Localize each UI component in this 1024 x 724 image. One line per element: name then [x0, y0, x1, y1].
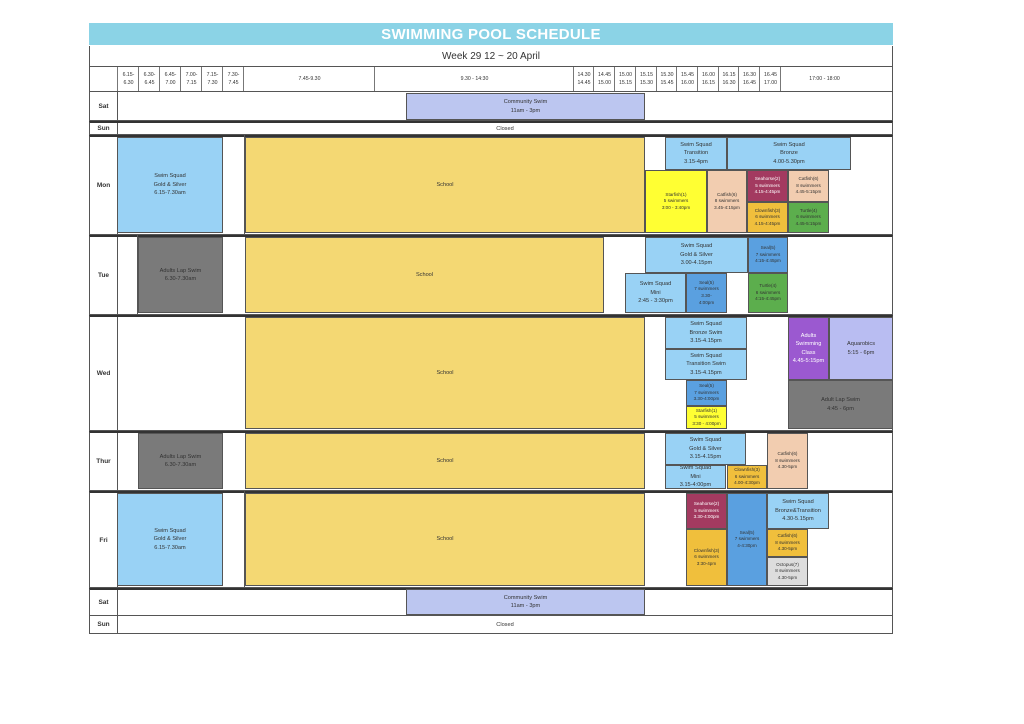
swim-squad-bronze-transition-block: Swim Squad Bronze&Transition 4.30-5.15pm [767, 493, 829, 529]
seal-class-block: Seal(5) 7 swimmers 3.30- 4:00pm [686, 273, 727, 313]
seahorse-class-block: Seahorse(2) 5 swimmers 3.30-4:00pm [686, 493, 727, 529]
seal-class-block: Seal(5) 7 swimmers 3.30-4:00pm [686, 380, 727, 406]
catfish-class-block: Catfish(6) 8 swimmers 4.30-5pm [767, 529, 808, 557]
row-tue: Tue [89, 235, 893, 315]
time-slot-header: 9.30 - 14:30 [374, 67, 574, 91]
swim-squad-gold-silver-block: Swim Squad Gold & Silver 3.00-4.15pm [645, 237, 748, 273]
swim-squad-bronze-block: Swim Squad Bronze 4.00-5.30pm [727, 137, 851, 170]
swim-squad-mini-block: Swim Squad Mini 3.15-4:00pm [665, 465, 726, 489]
closed-block: Closed [496, 622, 514, 629]
turtle-class-block: Turtle(4) 6 swimmers 4:15-4:45pm [748, 273, 788, 313]
day-label: Wed [90, 317, 118, 430]
school-block: School [245, 433, 645, 489]
community-swim-block: Community Swim 11am - 3pm [406, 589, 645, 615]
divider [244, 491, 245, 588]
divider [137, 235, 138, 315]
time-slot-header: 6.15- 6.30 [117, 67, 139, 91]
day-label: Sun [90, 123, 118, 134]
time-slot-header: 16.15 16.30 [718, 67, 739, 91]
school-block: School [245, 317, 645, 429]
adult-lap-swim-block: Adult Lap Swim 4:45 - 6pm [788, 380, 893, 429]
catfish-class-block: Catfish(6) 8 swimmers 4.45-5:15pm [788, 170, 829, 202]
time-slot-header: 7.45-9.30 [243, 67, 375, 91]
swim-squad-gold-silver-block: Swim Squad Gold & Silver 6.15-7.30am [117, 137, 223, 233]
school-block: School [245, 137, 645, 233]
day-label: Sat [90, 92, 118, 120]
time-slot-header: 16.45 17.00 [759, 67, 781, 91]
time-slot-header: 6.45- 7.00 [159, 67, 181, 91]
row-sat-1: Sat [89, 92, 893, 121]
day-label: Sun [90, 616, 118, 633]
time-slot-header: 7.30- 7.45 [222, 67, 244, 91]
school-block: School [245, 493, 645, 586]
time-slot-header: 14.30 14.45 [573, 67, 594, 91]
schedule-title: SWIMMING POOL SCHEDULE [89, 23, 893, 45]
time-slot-header: 16.30 16.45 [738, 67, 760, 91]
seahorse-class-block: Seahorse(2) 5 swimmers 4.15-4:45pm [747, 170, 788, 202]
row-sun-2: Sun [89, 616, 893, 634]
clownfish-class-block: Clownfish(3) 6 swimmers 4.00-4:30pm [727, 465, 767, 489]
adults-lap-swim-block: Adults Lap Swim 6.30-7.30am [138, 433, 223, 489]
turtle-class-block: Turtle(4) 6 swimmers 4.45-5:15pm [788, 202, 829, 233]
swim-squad-gold-silver-block: Swim Squad Gold & Silver 6.15-7.30am [117, 493, 223, 586]
swim-squad-transition-block: Swim Squad Transition Swim 3.15-4.15pm [665, 349, 747, 380]
time-slot-header: 16.00 16.15 [697, 67, 719, 91]
clownfish-class-block: Clownfish(3) 6 swimmers 4.15-4:45pm [747, 202, 788, 233]
time-slot-header: 7.15- 7.30 [201, 67, 223, 91]
time-slot-header: 7.00- 7.15 [180, 67, 202, 91]
week-label: Week 29 12 ~ 20 April [89, 46, 893, 66]
catfish-class-block: Catfish(6) 8 swimmers 3.45-4:15pm [707, 170, 747, 233]
starfish-class-block: Starfish(1) 5 swimmers 3:30 - 4:00pm [686, 406, 727, 429]
seal-class-block: Seal(5) 7 swimmers 4:15-4:45pm [748, 237, 788, 273]
starfish-class-block: Starfish(1) 5 swimmers 3:00 - 3:40pm [645, 170, 707, 233]
time-slot-header: 15.30 15.45 [656, 67, 677, 91]
octopus-class-block: Octopus(7) 8 swimmers 4.30-5pm [767, 557, 808, 586]
school-block: School [245, 237, 604, 313]
day-label: Fri [90, 493, 118, 587]
swim-squad-gold-silver-block: Swim Squad Gold & Silver 3.15-4.15pm [665, 433, 746, 465]
clownfish-class-block: Clownfish(3) 6 swimmers 3:30-4pm [686, 529, 727, 586]
community-swim-block: Community Swim 11am - 3pm [406, 93, 645, 120]
day-label: Thur [90, 433, 118, 490]
time-slot-header: 6.30- 6.45 [138, 67, 160, 91]
swim-squad-transition-block: Swim Squad Transition 3.15-4pm [665, 137, 727, 170]
time-slot-header: 17:00 - 18:00 [780, 67, 868, 91]
time-slot-header: 15.00 15.15 [614, 67, 636, 91]
day-label: Mon [90, 137, 118, 234]
row-thu: Thur [89, 431, 893, 491]
time-slot-header: 15.45 16.00 [676, 67, 698, 91]
adults-lap-swim-block: Adults Lap Swim 6.30-7.30am [138, 237, 223, 313]
swim-squad-mini-block: Swim Squad Mini 2:45 - 3:30pm [625, 273, 686, 313]
time-slot-header: 14.45 15.00 [593, 67, 615, 91]
seal-class-block: Seal(5) 7 swimmers 4-4:30pm [727, 493, 767, 586]
swim-squad-bronze-block: Swim Squad Bronze Swim 3.15-4.15pm [665, 317, 747, 349]
time-slot-header: 15.15 15.30 [635, 67, 657, 91]
adults-swimming-class-block: Adults Swimming Class 4.45-5:15pm [788, 317, 829, 380]
catfish-class-block: Catfish(6) 8 swimmers 4.30-5pm [767, 433, 808, 489]
day-label: Sat [90, 590, 118, 615]
row-sun-1: Sun [89, 121, 893, 135]
closed-block: Closed [496, 125, 514, 132]
header-corner [90, 67, 118, 91]
divider [244, 135, 245, 235]
day-label: Tue [90, 237, 118, 314]
aquarobics-block: Aquarobics 5:15 - 6pm [829, 317, 893, 380]
